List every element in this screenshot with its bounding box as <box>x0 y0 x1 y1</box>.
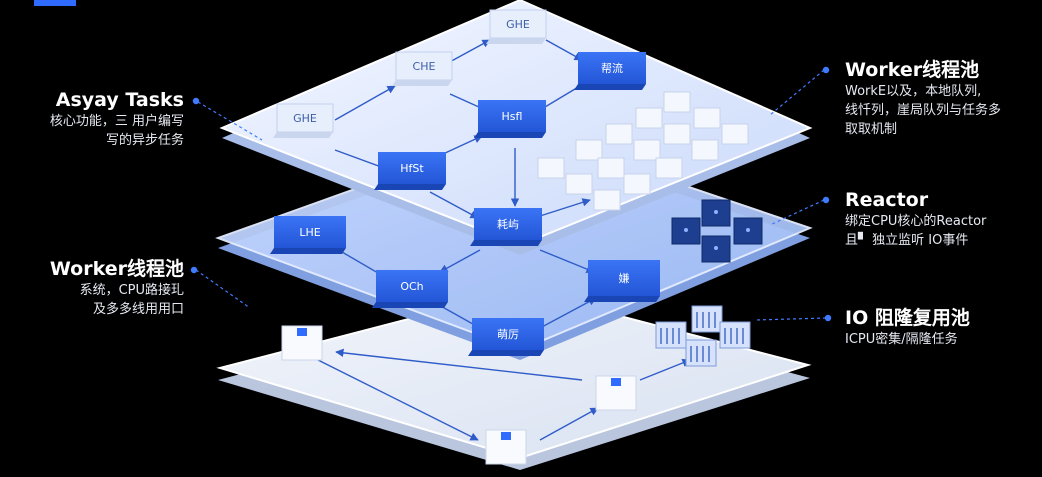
queue-cube <box>593 189 621 211</box>
label-desc-line: 绑定CPU核心的Reactor <box>845 214 987 229</box>
queue-cube <box>655 157 683 179</box>
connector <box>445 39 491 65</box>
reactor-dot <box>714 246 718 250</box>
queue-cube <box>623 173 651 195</box>
node-label: GHE <box>293 112 317 125</box>
label-async-tasks: Asyay Tasks 核心功能，三 用户编写 写的异步任务 <box>50 88 184 150</box>
reactor-dot <box>714 210 718 214</box>
label-desc-line: 及多多线用用口 <box>92 302 184 317</box>
leader-line <box>769 69 825 116</box>
label-worker-pool-left: Worker线程池 系统，CPU路接玌 及多多线用用口 <box>50 257 184 319</box>
connector <box>639 358 691 381</box>
bottom-cube-2 <box>595 375 637 411</box>
reactor-dot <box>746 228 750 232</box>
leader-dot <box>192 97 200 105</box>
connector <box>539 407 599 441</box>
bottom-connectors <box>317 348 691 441</box>
leader-line <box>195 269 251 309</box>
label-title: Asyay Tasks <box>55 89 184 111</box>
queue-cube <box>565 173 593 195</box>
label-desc-line: 写的异步任务 <box>105 133 184 148</box>
server-rack <box>685 339 717 367</box>
reactor-dot <box>684 228 688 232</box>
queue-cube <box>605 123 633 145</box>
label-desc-line: WorkE以及，本地队列, <box>845 84 982 99</box>
connector <box>439 249 481 273</box>
node-label: 帮流 <box>601 61 623 75</box>
label-title: Reactor <box>845 189 929 211</box>
local-queue-cubes <box>537 91 749 211</box>
node-mid-blue-3: 萌厉 <box>468 318 544 356</box>
leader-dot <box>822 66 830 74</box>
queue-cube <box>537 157 565 179</box>
connector <box>539 249 595 274</box>
connector <box>335 348 583 381</box>
label-desc-line: 且▘ 独立监听 IO事件 <box>845 233 969 248</box>
accent-bar <box>34 0 76 6</box>
label-desc-line: ICPU密集/隔隆任务 <box>845 332 958 347</box>
connector <box>429 191 479 219</box>
bottom-cube-3 <box>485 429 527 465</box>
leader-dot <box>190 266 198 274</box>
queue-cube <box>721 123 749 145</box>
bottom-cube-1 <box>281 325 323 361</box>
leader-dots <box>190 66 832 322</box>
leader-line <box>197 101 263 141</box>
label-title: Worker线程池 <box>49 258 184 280</box>
node-label: HfSt <box>400 162 424 175</box>
node-top-blue-3: 帮流 <box>574 52 646 90</box>
label-desc-line: 系统，CPU路接玌 <box>79 283 184 298</box>
node-label: Hsfl <box>502 110 523 123</box>
leader-dot <box>824 314 832 322</box>
connector <box>539 198 591 217</box>
leader-lines <box>195 69 827 321</box>
queue-cube <box>693 107 721 129</box>
label-io-pool: IO 阻隆复用池 ICPU密集/隔隆任务 <box>845 306 970 349</box>
node-top-blue-2: HfSt <box>374 152 446 190</box>
node-label: LHE <box>299 226 320 239</box>
server-rack <box>719 321 751 349</box>
queue-cube <box>635 107 663 129</box>
connector <box>545 39 583 61</box>
node-top-light-2: CHE <box>392 51 453 86</box>
server-rack <box>655 321 687 349</box>
server-rack <box>691 305 723 333</box>
node-label: 耗屿 <box>497 218 519 231</box>
node-label: GHE <box>506 18 530 31</box>
connector <box>334 85 396 121</box>
label-title: Worker线程池 <box>845 59 980 81</box>
queue-cube <box>633 139 661 161</box>
leader-line <box>769 199 825 226</box>
queue-cube <box>597 157 625 179</box>
leader-line <box>754 317 827 321</box>
label-desc-line: 取取机制 <box>845 122 898 137</box>
node-label: 嫌 <box>619 271 630 285</box>
label-title: IO 阻隆复用池 <box>845 307 970 329</box>
queue-cube <box>575 139 603 161</box>
queue-cube <box>691 139 719 161</box>
node-label: CHE <box>413 60 436 73</box>
node-top-blue-1: Hsfl <box>474 100 546 138</box>
label-desc-line: 线忏列，崖局队列与任务多 <box>845 103 1002 118</box>
queue-cube <box>663 91 691 113</box>
node-top-blue-4: 耗屿 <box>470 208 542 246</box>
reactor-cubes <box>671 199 763 263</box>
connector <box>317 359 479 441</box>
label-desc-line: 核心功能，三 用户编写 <box>49 114 184 129</box>
io-pool-servers <box>655 305 751 367</box>
label-worker-pool-right: Worker线程池 WorkE以及，本地队列, 线忏列，崖局队列与任务多 取取机… <box>845 58 1001 139</box>
connector <box>539 297 597 329</box>
node-top-light-3: GHE <box>486 9 547 44</box>
node-label: OCh <box>400 280 423 293</box>
leader-dot <box>822 196 830 204</box>
node-top-light-1: GHE <box>273 103 334 138</box>
node-mid-blue-1: LHE <box>270 216 346 254</box>
node-mid-blue-2: OCh <box>372 270 448 308</box>
queue-cube <box>663 123 691 145</box>
node-label: 萌厉 <box>497 327 519 341</box>
label-reactor: Reactor 绑定CPU核心的Reactor 且▘ 独立监听 IO事件 <box>845 188 986 250</box>
node-mid-blue-4: 嫌 <box>584 260 660 302</box>
